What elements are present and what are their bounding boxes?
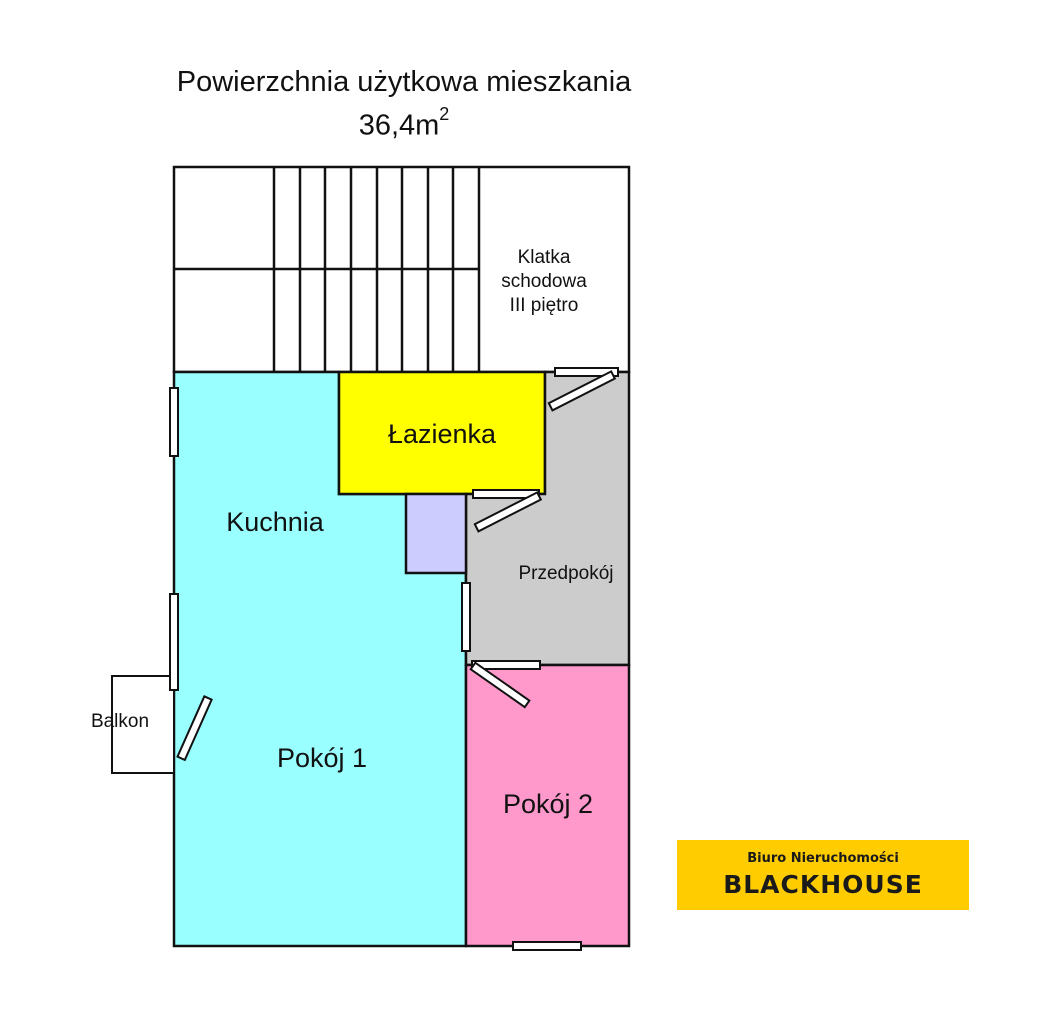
stair-steps [272, 167, 481, 372]
stairwell-label-line3: III piętro [510, 295, 579, 316]
doors [176, 367, 619, 762]
balcony-door-leaf [176, 695, 213, 762]
stairwell-label-line2: schodowa [501, 271, 587, 292]
logo-subtitle: Biuro Nieruchomości [747, 851, 899, 866]
windows [169, 387, 582, 951]
room2-door-leaf [469, 661, 531, 709]
room2-window [512, 941, 582, 951]
room2-door-opening [471, 660, 541, 670]
stairwell-label-line1: Klatka [518, 247, 571, 268]
entrance-door-opening [554, 367, 619, 377]
usable-area: 36,4m2 [0, 104, 808, 143]
bathroom-label: Łazienka [388, 419, 497, 449]
kitchen-door-opening [461, 582, 471, 652]
kitchen-window [169, 387, 179, 457]
bathroom-door-leaf [473, 491, 543, 533]
hall-label: Przedpokój [518, 563, 613, 584]
entrance-door-leaf [547, 370, 617, 412]
agency-logo: Biuro Nieruchomości BLACKHOUSE [677, 840, 969, 910]
balcony-area [111, 675, 175, 774]
balcony-label: Balkon [91, 711, 149, 732]
room2-label: Pokój 2 [503, 789, 593, 819]
bathroom-area [337, 370, 547, 496]
area-unit-exponent: 2 [439, 104, 450, 124]
room1-window [169, 593, 179, 691]
area-value: 36,4m [358, 109, 440, 142]
room1-label: Pokój 1 [277, 743, 367, 773]
logo-brand: BLACKHOUSE [723, 870, 923, 899]
stairwell [172, 165, 631, 374]
plan-title: Powierzchnia użytkowa mieszkania [176, 66, 632, 98]
kitchen-label: Kuchnia [226, 507, 325, 537]
storage-area [404, 492, 468, 575]
room2-area [464, 663, 631, 948]
